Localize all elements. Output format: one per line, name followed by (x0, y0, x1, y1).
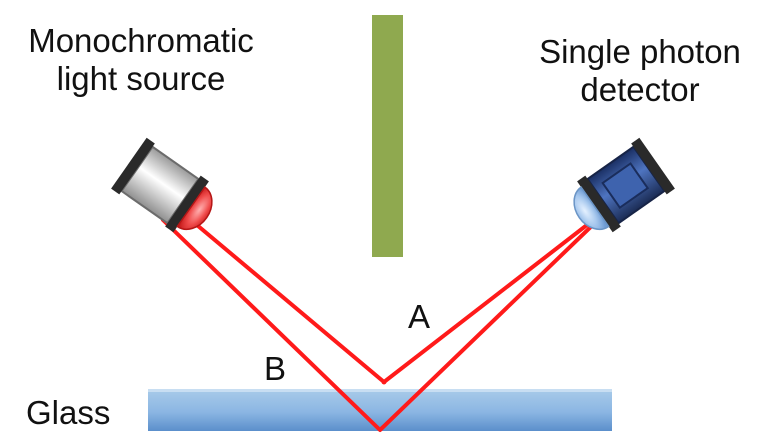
glass-label: Glass (26, 394, 111, 431)
photon-detector-icon (573, 137, 675, 233)
detector-lens (573, 186, 610, 231)
glass-slab (148, 389, 612, 431)
glass-top-edge (148, 389, 612, 392)
light-source-label: Monochromatic light source (6, 22, 276, 98)
detector-label: Single photon detector (505, 33, 775, 109)
detector-label-line-1: Single photon (539, 33, 741, 70)
barrier-plate (372, 15, 403, 257)
path-a-label: A (408, 298, 431, 335)
detector-back-rim (631, 137, 675, 195)
source-lens (176, 186, 213, 231)
path-b-beam (161, 216, 602, 432)
source-back-rim (111, 137, 155, 195)
detector-label-line-2: detector (580, 71, 700, 108)
light-source-label-line-2: light source (56, 60, 226, 97)
reflection-point-a (381, 379, 387, 385)
source-front-rim (165, 175, 209, 233)
light-source-label-line-1: Monochromatic (28, 22, 254, 59)
light-source-icon (111, 137, 213, 233)
detector-front-rim (577, 175, 621, 233)
path-b-label: B (264, 350, 287, 387)
detector-window (601, 162, 650, 210)
